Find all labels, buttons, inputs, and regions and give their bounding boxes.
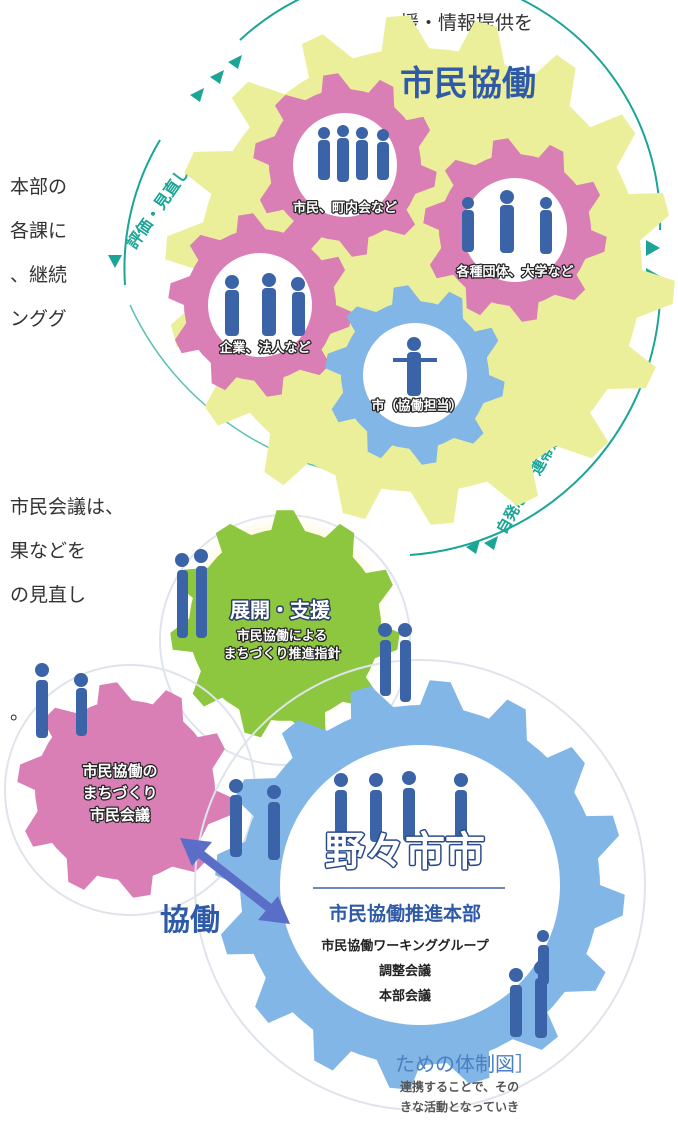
blue-gear-item3: 本部会議 [379,988,431,1004]
pink-gear-line2: まちづくり [82,784,157,802]
gearPink-shape [17,682,233,898]
green-gear-line2: まちづくり推進指針 [223,646,340,662]
collaboration-arrow-icon [180,838,290,924]
body-text-line: 。 [10,702,30,724]
gear-groups-label: 各種団体、大学など [455,264,573,280]
green-gear-line1: 市民協働による [237,628,328,644]
blue-gear-item1: 市民協働ワーキンググループ [321,938,490,954]
gear-city-label: 市（協働担当） [371,398,462,414]
blue-gear-ring [194,659,646,1111]
gear-pink-council [17,682,233,898]
green-gear-title: 展開・支援 [230,598,331,622]
blue-gear-title: 野々市市 [325,828,485,875]
person-city-icon [393,337,437,396]
pink-gear-line3: 市民会議 [90,806,150,824]
body-text-line: 、継続 [10,264,68,286]
body-text-line: ンググ [10,308,67,330]
body-text-line: 果などを [10,540,87,562]
gearGreen-shape [170,510,400,738]
blue-gear-center [280,745,560,1025]
gear-citizens-label: 市民、町内会など [293,200,397,216]
people-group-citizens-icon [318,125,389,182]
gear-companies-label: 企業、法人など [218,340,310,356]
blue-gear-item2: 調整会議 [379,963,431,979]
body-text-line: の見直し [10,584,87,606]
caption-title: ための体制図］ [395,1052,535,1076]
caption-line2: きな活動となっていき [400,1100,520,1114]
pink-gear-line1: 市民協働の [82,762,157,780]
body-text-line: 本部の [10,176,68,198]
body-text-line: 援・情報提供を [400,12,534,34]
people-lower-icon [35,549,549,1038]
gear-green [170,510,400,738]
blue-gear-subtitle: 市民協働推進本部 [329,902,481,925]
top-cluster-title: 市民協働 [400,64,536,104]
people-group-companies-icon [225,273,305,336]
people-group-organizations-icon [462,190,552,254]
collaboration-label: 協働 [160,903,220,938]
body-text-line: 市民会議は、 [10,496,125,518]
body-text-line: 各課に [10,220,68,242]
caption-line1: 連携することで、その [400,1080,520,1094]
